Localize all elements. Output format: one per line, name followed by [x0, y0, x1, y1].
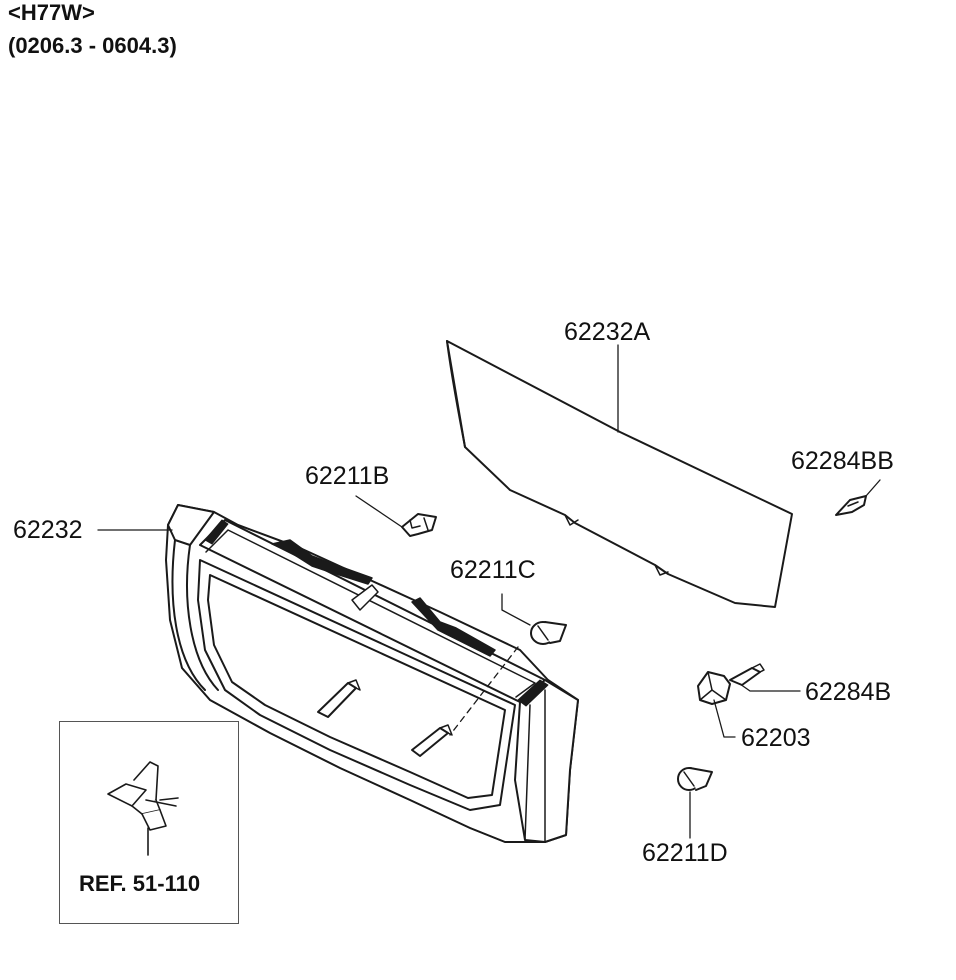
production-range: (0206.3 - 0604.3) [8, 33, 177, 58]
tailgate-trim-panel[interactable] [165, 504, 579, 843]
clip-62211C[interactable] [530, 621, 567, 645]
callout-62211C[interactable]: 62211C [450, 556, 536, 584]
leader-62284B [739, 683, 801, 692]
callout-62232A[interactable]: 62232A [564, 318, 651, 346]
callout-62211D[interactable]: 62211D [642, 839, 728, 867]
leader-62211C-dashed [449, 646, 519, 736]
clip-62211B[interactable] [401, 513, 437, 537]
clip-62284BB[interactable] [835, 495, 867, 516]
callout-62203[interactable]: 62203 [741, 724, 811, 752]
reference-box [59, 721, 239, 924]
upper-trim-panel[interactable] [446, 340, 793, 608]
holder-62203[interactable] [697, 671, 731, 705]
model-code: <H77W> [8, 0, 95, 25]
callout-62284B[interactable]: 62284B [805, 678, 892, 706]
leader-62203 [713, 699, 736, 738]
leader-62211C [501, 593, 531, 626]
leader-62284BB [865, 479, 881, 497]
connector-62284B[interactable] [729, 663, 765, 686]
leader-62211B [355, 495, 403, 528]
clip-62211D[interactable] [677, 767, 713, 791]
hinge-reference-sketch [107, 761, 179, 856]
reference-label: REF. 51-110 [79, 871, 201, 896]
callout-62211B[interactable]: 62211B [305, 462, 390, 490]
callout-62232[interactable]: 62232 [13, 516, 83, 544]
callout-62284BB[interactable]: 62284BB [791, 447, 894, 475]
leader-lines [97, 344, 881, 839]
